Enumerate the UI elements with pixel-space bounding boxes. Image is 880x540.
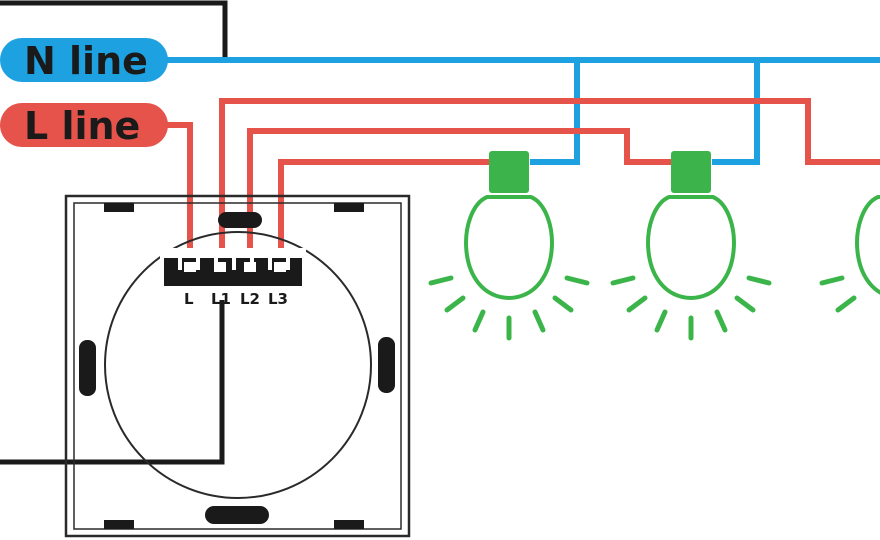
light-bulb-icon — [819, 195, 880, 313]
neutral-wires — [160, 57, 880, 165]
terminal-label-l2: L2 — [240, 290, 260, 308]
l-line-text: L line — [24, 104, 140, 148]
terminal-labels: L L1 L2 L3 — [184, 290, 288, 308]
n-line-label: N line — [0, 38, 168, 83]
live-wires — [160, 98, 880, 262]
l-line-label: L line — [0, 103, 168, 148]
n-line-text: N line — [24, 39, 148, 83]
light-bulb-icon — [428, 151, 590, 341]
light-bulb-icon — [610, 151, 772, 341]
terminal-label-l1: L1 — [211, 290, 231, 308]
switch-frame — [64, 194, 411, 538]
terminal-block — [160, 248, 306, 286]
terminal-label-l3: L3 — [268, 290, 288, 308]
terminal-label-l: L — [184, 290, 194, 308]
mounting-tabs — [79, 203, 395, 529]
